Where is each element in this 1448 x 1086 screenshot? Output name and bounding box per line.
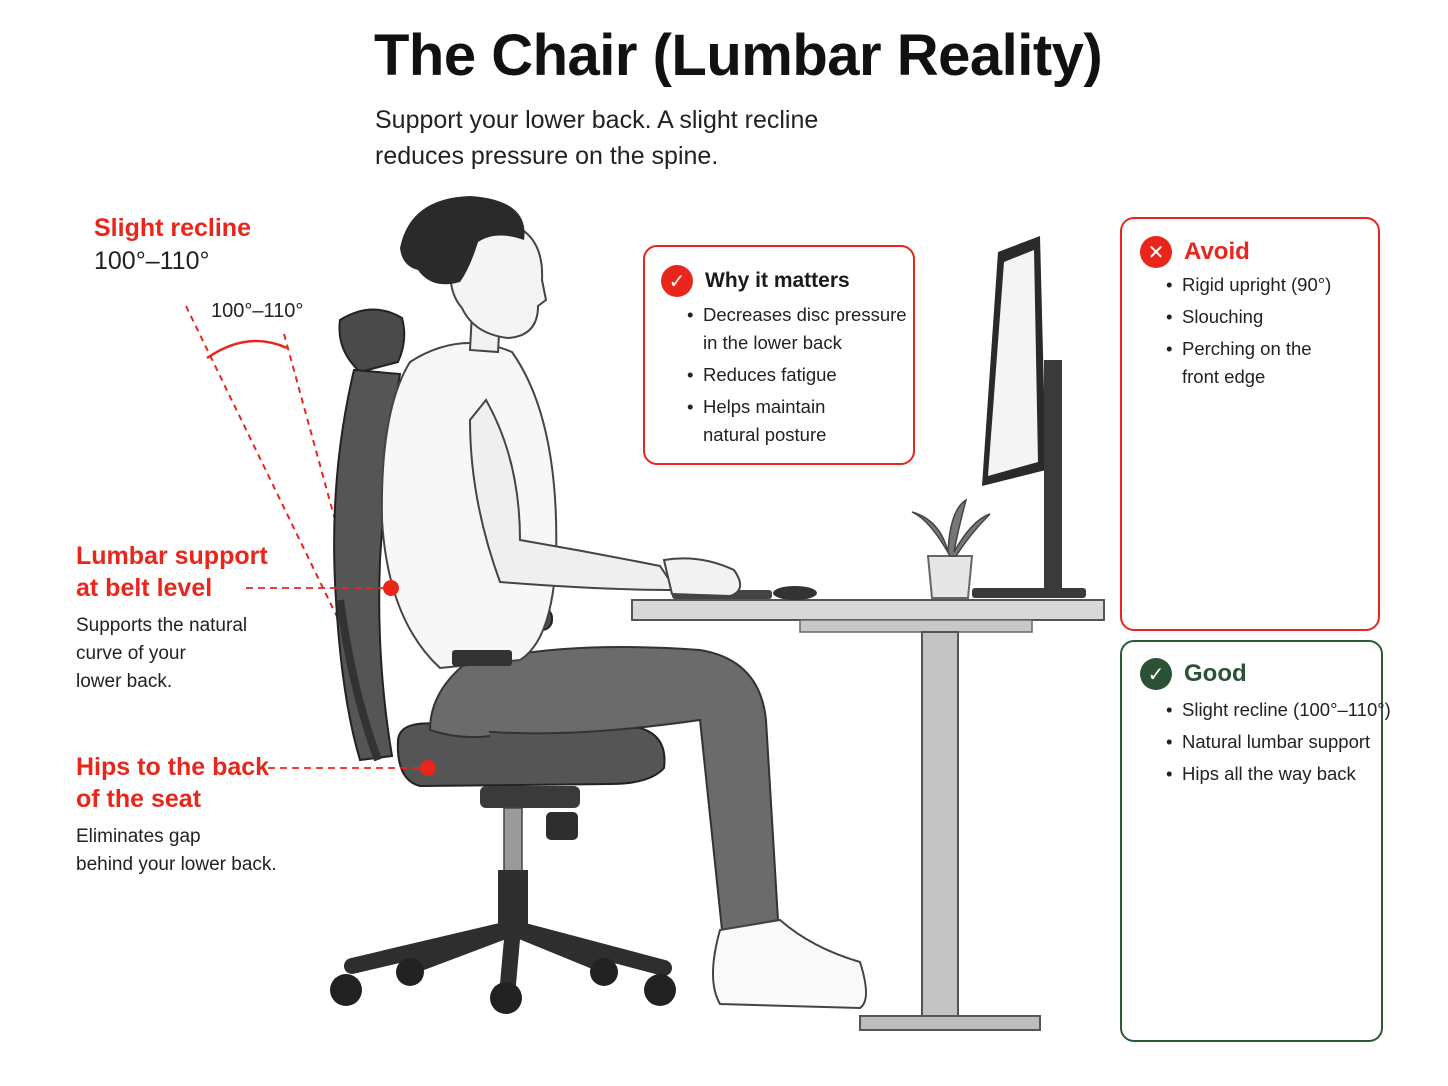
- good-card: ✓ Good Slight recline (100°–110°) Natura…: [1120, 640, 1391, 1042]
- recline-title: Slight recline: [94, 214, 251, 242]
- avoid-card: ✕ Avoid Rigid upright (90°) Slouching Pe…: [1120, 217, 1380, 631]
- avoid-card-list: Rigid upright (90°) Slouching Perching o…: [1164, 271, 1331, 395]
- hips-note-line: behind your lower back.: [76, 854, 277, 875]
- avoid-card-title: Avoid: [1184, 238, 1250, 265]
- why-card-title: Why it matters: [705, 269, 850, 292]
- subtitle-line: Support your lower back. A slight reclin…: [375, 106, 819, 134]
- list-item: Natural lumbar support: [1164, 728, 1391, 756]
- list-item-line: Rigid upright (90°): [1182, 274, 1332, 295]
- list-item-line: Slouching: [1182, 306, 1264, 327]
- list-item-line: Perching on the: [1182, 338, 1312, 359]
- list-item: Helps maintain natural posture: [685, 393, 907, 449]
- list-item: Rigid upright (90°): [1164, 271, 1331, 299]
- hips-note: Eliminates gap behind your lower back.: [76, 823, 306, 879]
- list-item: Slight recline (100°–110°): [1164, 696, 1391, 724]
- why-card-list: Decreases disc pressure in the lower bac…: [685, 301, 907, 453]
- list-item: Reduces fatigue: [685, 361, 907, 389]
- recline-callout: Slight recline 100°–110°: [94, 212, 251, 278]
- good-card-list: Slight recline (100°–110°) Natural lumba…: [1164, 696, 1391, 792]
- why-card-header: ✓ Why it matters: [661, 265, 850, 297]
- lumbar-marker-dot: [383, 580, 399, 596]
- why-it-matters-card: ✓ Why it matters Decreases disc pressure…: [643, 245, 915, 465]
- lumbar-note-line: Supports the natural: [76, 615, 248, 636]
- monitor: [972, 236, 1086, 598]
- x-icon: ✕: [1140, 236, 1172, 268]
- desk: [631, 599, 1105, 1031]
- check-icon: ✓: [661, 265, 693, 297]
- mouse: [773, 586, 817, 600]
- seated-person: [380, 196, 867, 1010]
- lumbar-callout: Lumbar support at belt level Supports th…: [76, 540, 276, 696]
- good-card-header: ✓ Good: [1140, 658, 1247, 690]
- recline-angle-arc: [206, 339, 288, 360]
- hips-note-line: Eliminates gap: [76, 826, 201, 847]
- hips-title-line: Hips to the back: [76, 753, 270, 781]
- avoid-card-header: ✕ Avoid: [1140, 236, 1250, 268]
- plant: [911, 498, 991, 599]
- hips-title-line: of the seat: [76, 785, 202, 813]
- recline-angle-label: 100°–110°: [211, 300, 304, 322]
- subtitle-line: reduces pressure on the spine.: [375, 142, 719, 170]
- check-icon: ✓: [1140, 658, 1172, 690]
- lumbar-note: Supports the natural curve of your lower…: [76, 612, 276, 696]
- lumbar-title-line: at belt level: [76, 574, 213, 602]
- list-item-line: front edge: [1182, 366, 1266, 387]
- list-item-line: natural posture: [703, 424, 827, 445]
- list-item-line: Decreases disc pressure: [703, 304, 907, 325]
- lumbar-note-line: lower back.: [76, 671, 173, 692]
- callout-leaders: [246, 587, 420, 769]
- list-item: Hips all the way back: [1164, 760, 1391, 788]
- list-item-line: Hips all the way back: [1182, 763, 1356, 784]
- lumbar-note-line: curve of your: [76, 643, 186, 664]
- hips-marker-dot: [420, 760, 436, 776]
- list-item-line: in the lower back: [703, 332, 842, 353]
- list-item-line: Reduces fatigue: [703, 364, 837, 385]
- recline-value: 100°–110°: [94, 247, 210, 275]
- good-card-title: Good: [1184, 660, 1247, 687]
- list-item-line: Helps maintain: [703, 396, 826, 417]
- list-item: Slouching: [1164, 303, 1331, 331]
- page-subtitle: Support your lower back. A slight reclin…: [375, 102, 895, 174]
- page-title: The Chair (Lumbar Reality): [374, 23, 1103, 88]
- list-item: Perching on the front edge: [1164, 335, 1331, 391]
- list-item: Decreases disc pressure in the lower bac…: [685, 301, 907, 357]
- lumbar-title-line: Lumbar support: [76, 542, 268, 570]
- list-item-line: Slight recline (100°–110°): [1182, 699, 1391, 720]
- hips-callout: Hips to the back of the seat Eliminates …: [76, 751, 306, 879]
- list-item-line: Natural lumbar support: [1182, 731, 1371, 752]
